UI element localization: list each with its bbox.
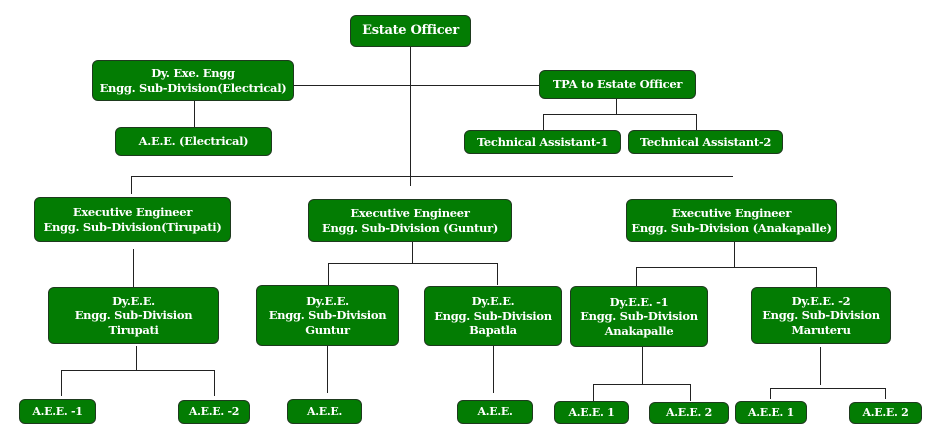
connector bbox=[328, 263, 329, 285]
aee-electrical-box: A.E.E. (Electrical) bbox=[115, 127, 272, 156]
dyee-tirupati-box: Dy.E.E. Engg. Sub-Division Tirupati bbox=[48, 287, 219, 344]
box-line: Dy.E.E. -2 bbox=[791, 294, 851, 308]
box-line: Anakapalle bbox=[604, 323, 674, 338]
box-line: Engg. Sub-Division bbox=[434, 308, 552, 323]
box-line: Executive Engineer bbox=[350, 206, 470, 221]
connector bbox=[734, 242, 735, 267]
box-line: A.E.E. 2 bbox=[862, 406, 909, 420]
connector bbox=[214, 370, 215, 396]
box-line: Executive Engineer bbox=[72, 205, 193, 220]
box-line: Engg. Sub-Division bbox=[580, 309, 698, 324]
aee-tirupati-1-box: A.E.E. -1 bbox=[19, 399, 96, 424]
box-line: Technical Assistant-2 bbox=[639, 134, 772, 149]
connector bbox=[642, 347, 643, 384]
estate-officer-box: Estate Officer bbox=[350, 15, 471, 47]
box-line: Engg. Sub-Division bbox=[268, 308, 387, 323]
dyee-bapatla-box: Dy.E.E. Engg. Sub-Division Bapatla bbox=[424, 286, 562, 346]
box-line: Executive Engineer bbox=[671, 206, 792, 221]
connector bbox=[327, 346, 328, 393]
connector bbox=[770, 388, 771, 399]
connector bbox=[410, 46, 411, 186]
aee-guntur-box: A.E.E. bbox=[287, 399, 362, 424]
connector bbox=[61, 370, 62, 396]
box-line: Dy.E.E. bbox=[471, 294, 515, 309]
estate-officer-label: Estate Officer bbox=[362, 22, 459, 38]
connector bbox=[493, 346, 494, 393]
connector bbox=[543, 114, 544, 131]
box-line: Engg. Sub-Division(Electrical) bbox=[99, 80, 287, 95]
ee-guntur-box: Executive Engineer Engg. Sub-Division (G… bbox=[308, 199, 512, 242]
connector bbox=[636, 267, 816, 268]
box-line: A.E.E. (Electrical) bbox=[138, 134, 249, 149]
connector bbox=[820, 347, 821, 385]
box-line: Bapatla bbox=[469, 323, 517, 338]
box-line: A.E.E. 2 bbox=[666, 406, 712, 420]
connector bbox=[690, 384, 691, 401]
connector bbox=[885, 388, 886, 399]
connector bbox=[616, 98, 617, 114]
box-line: TPA to Estate Officer bbox=[552, 77, 683, 92]
box-line: Dy.E.E. -1 bbox=[609, 294, 669, 309]
dy-exe-engg-electrical-box: Dy. Exe. Engg Engg. Sub-Division(Electri… bbox=[92, 60, 294, 101]
box-line: Dy. Exe. Engg bbox=[151, 66, 235, 81]
connector bbox=[816, 267, 817, 287]
box-line: A.E.E. 1 bbox=[568, 405, 615, 419]
box-line: Engg. Sub-Division bbox=[762, 308, 880, 323]
box-line: A.E.E. bbox=[477, 405, 513, 419]
aee-maruteru-1-box: A.E.E. 1 bbox=[735, 401, 807, 424]
aee-bapatla-box: A.E.E. bbox=[457, 400, 533, 424]
box-line: A.E.E. -2 bbox=[188, 405, 240, 419]
connector bbox=[293, 85, 540, 86]
tpa-box: TPA to Estate Officer bbox=[539, 70, 696, 99]
connector bbox=[636, 267, 637, 287]
technical-assistant-1-box: Technical Assistant-1 bbox=[464, 130, 621, 154]
box-line: Engg. Sub-Division (Guntur) bbox=[321, 220, 499, 235]
aee-anakapalle-1-box: A.E.E. 1 bbox=[554, 401, 629, 424]
dyee-anakapalle-box: Dy.E.E. -1 Engg. Sub-Division Anakapalle bbox=[570, 286, 708, 347]
connector bbox=[543, 114, 696, 115]
ee-anakapalle-box: Executive Engineer Engg. Sub-Division (A… bbox=[626, 199, 837, 242]
connector bbox=[593, 384, 594, 401]
box-line: Dy.E.E. bbox=[112, 294, 155, 308]
connector bbox=[696, 114, 697, 131]
box-line: Technical Assistant-1 bbox=[476, 134, 609, 149]
connector bbox=[328, 263, 497, 264]
connector bbox=[412, 242, 413, 263]
box-line: Dy.E.E. bbox=[306, 293, 349, 308]
box-line: Engg. Sub-Division(Tirupati) bbox=[43, 219, 222, 234]
connector bbox=[131, 176, 132, 194]
dyee-guntur-box: Dy.E.E. Engg. Sub-Division Guntur bbox=[256, 285, 399, 346]
box-line: A.E.E. -1 bbox=[32, 404, 83, 418]
dyee-maruteru-box: Dy.E.E. -2 Engg. Sub-Division Maruteru bbox=[751, 287, 891, 344]
connector bbox=[593, 384, 690, 385]
aee-tirupati-2-box: A.E.E. -2 bbox=[178, 400, 250, 424]
box-line: A.E.E. 1 bbox=[748, 405, 794, 419]
box-line: Tirupati bbox=[108, 322, 159, 337]
connector bbox=[770, 388, 885, 389]
connector bbox=[133, 249, 134, 287]
connector bbox=[61, 370, 214, 371]
aee-anakapalle-2-box: A.E.E. 2 bbox=[649, 402, 729, 424]
connector bbox=[194, 101, 195, 127]
ee-tirupati-box: Executive Engineer Engg. Sub-Division(Ti… bbox=[34, 197, 231, 242]
box-line: Guntur bbox=[305, 322, 350, 337]
box-line: Engg. Sub-Division bbox=[74, 308, 193, 323]
box-line: Engg. Sub-Division (Anakapalle) bbox=[631, 220, 832, 235]
connector bbox=[497, 263, 498, 285]
box-line: A.E.E. bbox=[307, 404, 342, 418]
box-line: Maruteru bbox=[791, 322, 851, 337]
connector bbox=[131, 176, 733, 177]
aee-maruteru-2-box: A.E.E. 2 bbox=[849, 402, 922, 424]
technical-assistant-2-box: Technical Assistant-2 bbox=[628, 130, 783, 154]
connector bbox=[136, 346, 137, 370]
